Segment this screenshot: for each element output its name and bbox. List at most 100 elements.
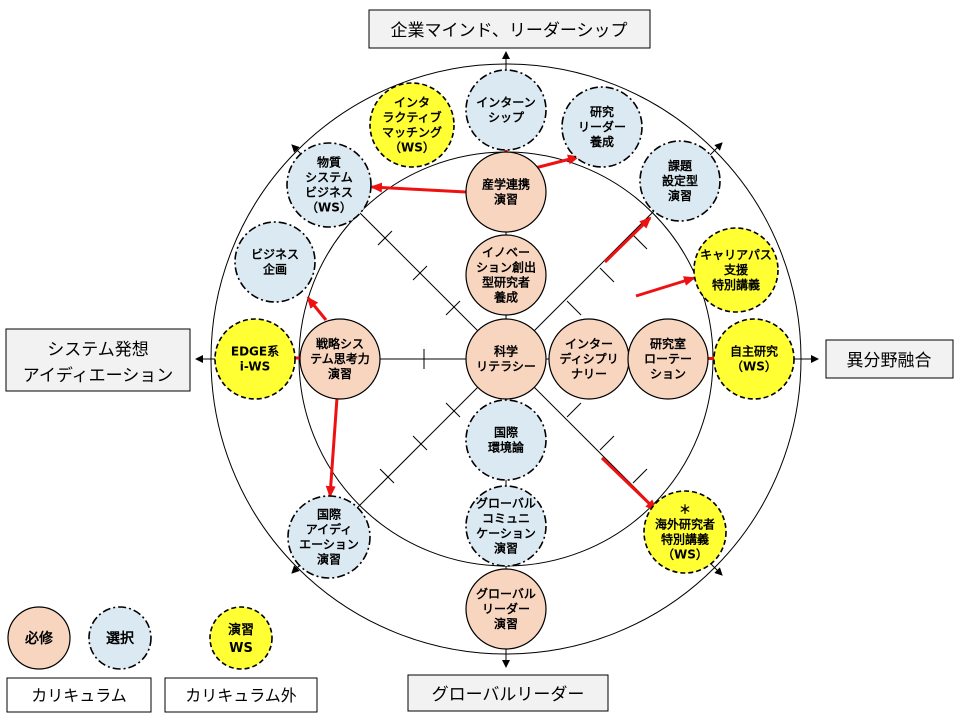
- node-label-line: 戦略シス: [316, 336, 364, 351]
- legend-extra-text: カリキュラム外: [185, 686, 297, 705]
- node-label-line: ラクティブ: [382, 110, 441, 125]
- legend-required-swatch: [7, 606, 71, 670]
- axis-label-right-text: 異分野融合: [847, 351, 932, 371]
- node-label-line: 研究室: [650, 336, 686, 351]
- axis-label-top-text: 企業マインド、リーダーシップ: [391, 21, 628, 41]
- legend-elective-swatch: [88, 606, 152, 670]
- legend-required-label: 必修: [24, 630, 54, 647]
- nodes-layer: 科学リテラシーイノベーション創出型研究者養成産学連携演習インターディシプリナリー…: [214, 69, 795, 650]
- node-label-line: 型研究者: [482, 275, 530, 290]
- node-label-line: （WS）: [389, 140, 435, 155]
- node-label-line: 演習: [494, 541, 518, 556]
- node-label-line: リテラシー: [476, 360, 536, 374]
- node-label-line: 課題: [668, 158, 693, 173]
- legend-ws-label-1: 演習: [228, 622, 254, 638]
- arrow-senryaku-to-kokusai: [325, 397, 339, 498]
- legend: 必修 選択 演習 WS カリキュラム カリキュラム外: [6, 606, 318, 713]
- node-label-line: 演習: [668, 188, 692, 203]
- node-label-line: ション創出: [476, 260, 536, 275]
- node-label-line: 科学: [494, 344, 518, 359]
- node-circle: [465, 485, 547, 567]
- node-label-line: ＊: [679, 503, 691, 517]
- axis-label-top: 企業マインド、リーダーシップ: [368, 9, 651, 49]
- node-label-line: 特別講義: [712, 277, 760, 292]
- legend-ws-label-2: WS: [229, 641, 253, 656]
- node-label-line: ケーション: [476, 527, 536, 541]
- node-label-line: ローテー: [644, 352, 692, 366]
- arrow-to-career: [635, 276, 696, 298]
- node-label-line: グローバル: [476, 496, 536, 511]
- node-label-line: コミュニ: [482, 512, 530, 526]
- node-label-line: ナリー: [571, 367, 607, 381]
- node-label-line: マッチング: [382, 125, 442, 140]
- node-circle: [639, 140, 721, 222]
- node-circle: [214, 318, 296, 400]
- node-label-line: シップ: [488, 110, 525, 125]
- node-label-line: 国際: [317, 507, 342, 522]
- node-jishu: 自主研究（WS）: [713, 318, 795, 400]
- node-label-line: リーダー: [482, 601, 530, 616]
- axis-label-right: 異分野融合: [825, 339, 954, 379]
- node-label-line: リーダー: [578, 119, 626, 134]
- node-label-line: ディシプリ: [559, 351, 618, 366]
- node-circle: [693, 227, 779, 313]
- node-label-line: 企画: [262, 262, 287, 277]
- legend-elective-label: 選択: [106, 630, 135, 647]
- axis-label-bottom: グローバルリーダー: [407, 674, 609, 712]
- node-label-line: 特別講義: [661, 532, 709, 547]
- node-label-line: ビジネス: [251, 247, 299, 262]
- arrow-sangaku-to-research-leader: [534, 154, 580, 170]
- node-circle: [643, 490, 727, 574]
- legend-ws-swatch: [209, 606, 273, 670]
- node-circle: [465, 318, 547, 400]
- node-label-line: 演習: [328, 366, 352, 381]
- node-label-line: 産学連携: [482, 177, 530, 192]
- axis-label-left-line2: アイディエーション: [23, 365, 174, 386]
- node-circle: [299, 318, 381, 400]
- node-label-line: i-WS: [240, 360, 270, 374]
- node-circle: [465, 151, 547, 233]
- arrow-senryaku-to-business: [306, 296, 328, 321]
- node-circle: [713, 318, 795, 400]
- legend-extra-box: [164, 677, 318, 713]
- node-label-line: アイディ: [306, 522, 353, 537]
- node-label-line: グローバル: [476, 586, 536, 601]
- node-label-line: 海外研究者: [655, 517, 715, 532]
- node-label-line: 演習: [494, 192, 518, 207]
- node-circle: [465, 399, 547, 481]
- node-circle: [561, 86, 643, 168]
- node-label-line: 国際: [494, 425, 519, 440]
- node-label-line: 演習: [317, 552, 341, 567]
- arrow-sangaku-to-busshitsu: [370, 182, 467, 194]
- node-label-line: 物質: [317, 155, 341, 170]
- node-label-line: エーション: [299, 538, 359, 552]
- node-label-line: インターン: [476, 96, 535, 110]
- node-label-line: 養成: [493, 290, 518, 305]
- axis-ticks: [377, 230, 648, 484]
- arrow-to-kaigai: [600, 456, 658, 512]
- node-circle: [287, 495, 371, 579]
- node-label-line: （WS）: [306, 200, 352, 215]
- node-label-line: ビジネス: [305, 185, 353, 200]
- axis-label-bottom-text: グローバルリーダー: [432, 685, 585, 705]
- node-label-line: （WS）: [731, 359, 777, 374]
- node-circle: [465, 568, 547, 650]
- node-label-line: インター: [565, 337, 613, 351]
